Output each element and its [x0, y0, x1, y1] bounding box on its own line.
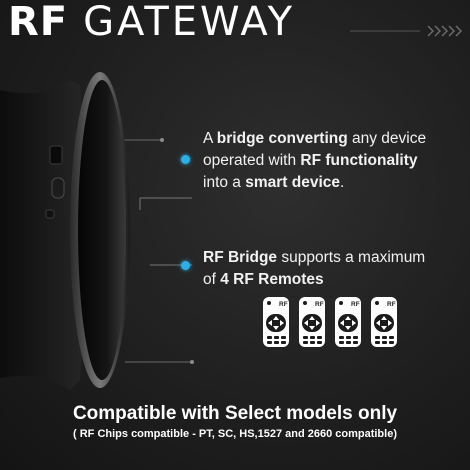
callout-line: of 4 RF Remotes [203, 269, 425, 291]
callout-bold-text: RF functionality [300, 152, 418, 169]
compatibility-title: Compatible with Select models only [72, 403, 398, 424]
chevron-decoration-icon [350, 25, 463, 37]
callout-bold-text: RF Bridge [203, 249, 278, 266]
rf-bridge-device-image [0, 72, 130, 390]
remote-control-icon: RF [263, 297, 289, 347]
callout-bold-text: smart device [245, 174, 341, 191]
callout-text: of [203, 271, 221, 288]
title-bold: RF [8, 0, 69, 45]
callout-line: RF Bridge supports a maximum [203, 247, 425, 269]
remote-label: RF [351, 301, 360, 308]
callout-bold-text: 4 RF Remotes [220, 271, 324, 288]
callout-text: into a [203, 174, 246, 191]
title-light: GATEWAY [83, 0, 296, 45]
callout-text: . [340, 174, 345, 191]
remote-control-icon: RF [299, 297, 325, 347]
callout-text: supports a maximum [277, 249, 426, 266]
remote-label: RF [279, 301, 288, 308]
callout-line: A bridge converting any device [203, 128, 426, 150]
callout-text: operated with [203, 152, 301, 169]
remote-control-icon: RF [371, 297, 397, 347]
rf-remotes-group: RF RF RF RF [262, 296, 398, 348]
callout-line: operated with RF functionality [203, 150, 426, 172]
callout-text: A [203, 130, 217, 147]
callout-dot-2 [181, 261, 190, 270]
callout-dot-1 [181, 155, 190, 164]
remote-label: RF [315, 301, 324, 308]
page-title: RF GATEWAY [8, 0, 295, 44]
callout-bold-text: bridge converting [216, 130, 348, 147]
remote-label: RF [387, 301, 396, 308]
callout-text: any device [347, 130, 427, 147]
compatibility-note: ( RF Chips compatible - PT, SC, HS,1527 … [73, 428, 397, 440]
remote-control-icon: RF [335, 297, 361, 347]
callout-line: into a smart device. [203, 172, 426, 194]
